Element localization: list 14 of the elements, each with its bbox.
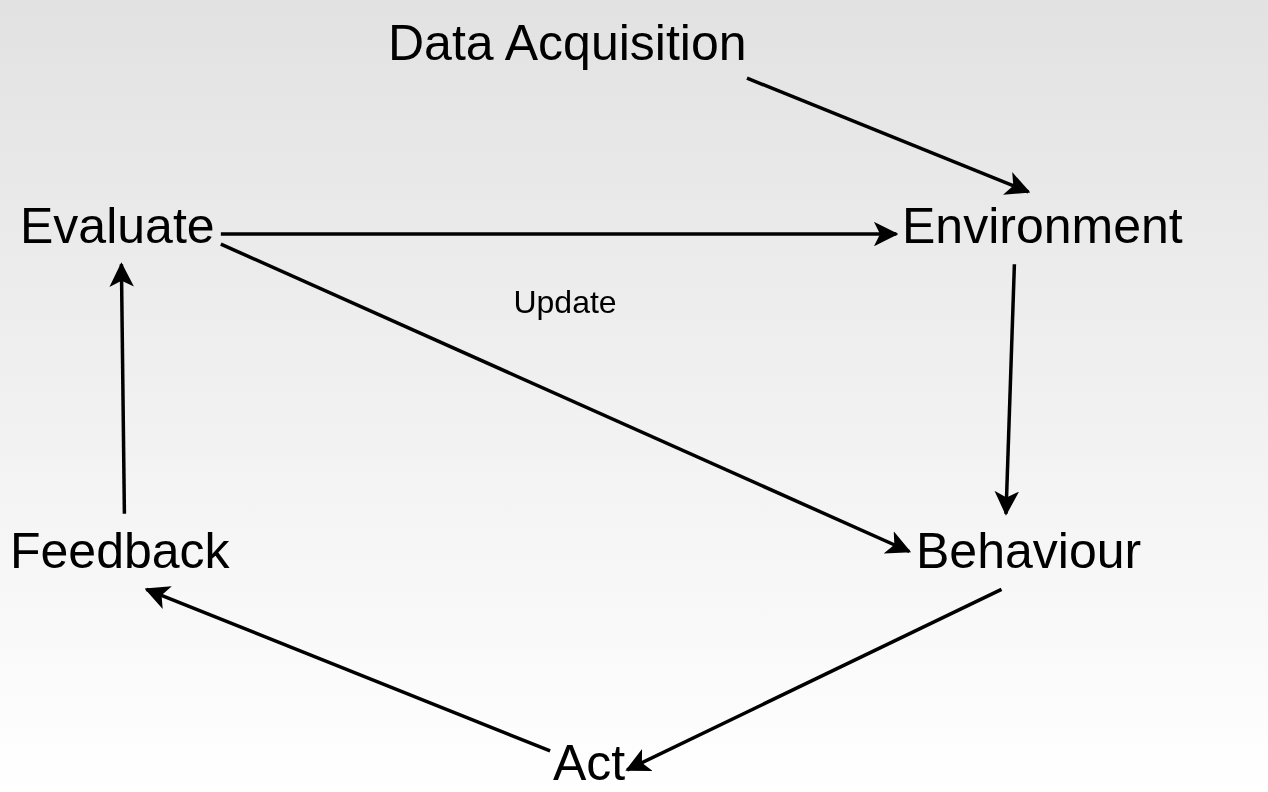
arrow: [625, 587, 1003, 772]
edge-label: Update: [513, 285, 617, 318]
arrow: [994, 264, 1019, 516]
arrow: [109, 262, 134, 514]
arrow: [746, 76, 1031, 195]
node-label: Environment: [902, 195, 1183, 258]
node-label: Evaluate: [20, 195, 215, 258]
arrow: [220, 221, 899, 247]
arrow: [220, 242, 912, 554]
node-label: Data Acquisition: [388, 12, 747, 75]
node-label: Feedback: [10, 520, 230, 583]
arrow: [144, 586, 551, 753]
node-label: Behaviour: [916, 520, 1142, 583]
node-label: Act: [553, 732, 626, 792]
